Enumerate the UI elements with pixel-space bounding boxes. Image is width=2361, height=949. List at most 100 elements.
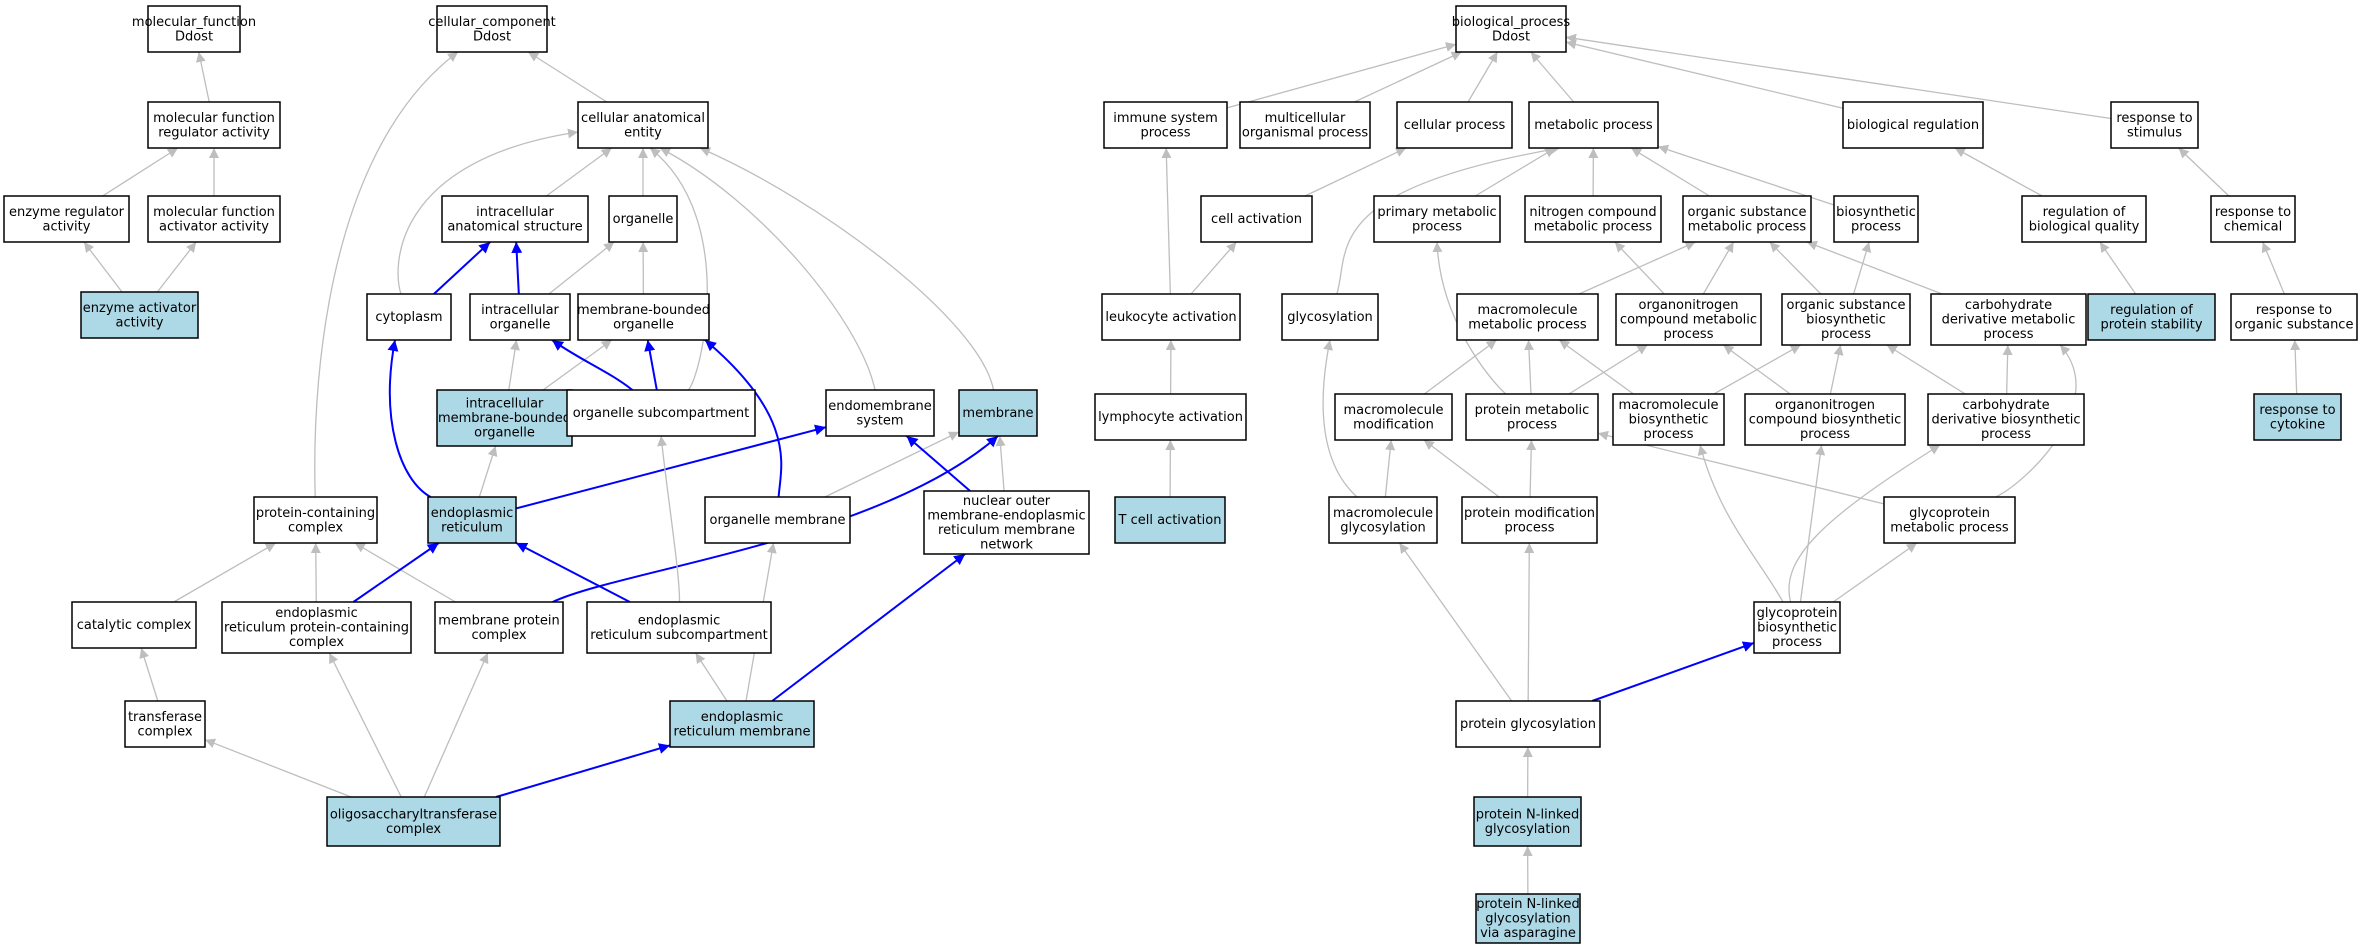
node-box[interactable] [253, 496, 378, 544]
node-box[interactable] [923, 490, 1090, 555]
node-box[interactable] [1281, 293, 1379, 341]
node-box[interactable] [3, 195, 130, 243]
node-box[interactable] [1461, 496, 1598, 544]
node-box[interactable] [436, 389, 573, 447]
go-term-node-bio_reg[interactable]: biological regulation [1842, 101, 1984, 149]
node-box[interactable] [326, 796, 501, 847]
node-box[interactable] [1524, 195, 1662, 243]
node-box[interactable] [2230, 293, 2358, 341]
go-term-node-cell_act[interactable]: cell activation [1200, 195, 1313, 243]
go-term-node-organelle[interactable]: organelle [608, 195, 678, 243]
node-box[interactable] [1475, 893, 1581, 944]
node-box[interactable] [80, 291, 199, 339]
node-box[interactable] [1528, 101, 1659, 149]
node-box[interactable] [1833, 195, 1919, 243]
node-box[interactable] [1373, 195, 1501, 243]
node-box[interactable] [124, 700, 206, 748]
node-box[interactable] [1615, 293, 1762, 346]
node-box[interactable] [669, 700, 815, 748]
node-box[interactable] [608, 195, 678, 243]
go-term-node-metabolic[interactable]: metabolic process [1528, 101, 1659, 149]
node-box[interactable] [1930, 293, 2087, 346]
node-box[interactable] [147, 101, 281, 149]
node-box[interactable] [1094, 393, 1247, 441]
go-term-node-cytoplasm[interactable]: cytoplasm [366, 293, 452, 341]
go-term-node-nuclear_outer[interactable]: nuclear outermembrane-endoplasmicreticul… [923, 490, 1090, 555]
go-term-node-catalytic[interactable]: catalytic complex [71, 601, 197, 649]
go-term-node-cellular_proc[interactable]: cellular process [1396, 101, 1513, 149]
node-box[interactable] [586, 601, 772, 654]
go-term-node-prot_glyc[interactable]: protein glycosylation [1455, 700, 1601, 748]
node-box[interactable] [1465, 393, 1599, 441]
go-term-node-org_membrane[interactable]: organelle membrane [704, 496, 851, 544]
node-box[interactable] [704, 496, 851, 544]
node-box[interactable] [958, 389, 1038, 437]
go-term-node-glycosylation[interactable]: glycosylation [1281, 293, 1379, 341]
node-box[interactable] [1455, 5, 1567, 53]
node-box[interactable] [1753, 601, 1841, 654]
node-box[interactable] [2110, 101, 2199, 149]
node-box[interactable] [436, 5, 548, 53]
node-box[interactable] [1328, 496, 1438, 544]
node-box[interactable] [1103, 101, 1228, 149]
node-box[interactable] [1612, 393, 1725, 446]
go-term-node-leuk_act[interactable]: leukocyte activation [1101, 293, 1241, 341]
node-box[interactable] [1456, 293, 1599, 341]
node-box[interactable] [1927, 393, 2085, 446]
node-box[interactable] [1114, 496, 1226, 544]
node-box[interactable] [1744, 393, 1906, 446]
node-box[interactable] [1455, 700, 1601, 748]
go-term-node-membrane[interactable]: membrane [958, 389, 1038, 437]
node-box[interactable] [1239, 101, 1371, 149]
node-box[interactable] [2087, 293, 2216, 341]
node-box[interactable] [577, 101, 709, 149]
node-box[interactable] [2253, 393, 2342, 441]
node-box[interactable] [2021, 195, 2147, 243]
node-box[interactable] [434, 601, 564, 654]
node-box[interactable] [366, 293, 452, 341]
node-box[interactable] [1682, 195, 1812, 243]
go-term-node-org_subcomp[interactable]: organelle subcompartment [566, 389, 756, 437]
node-box[interactable] [1396, 101, 1513, 149]
node-box[interactable] [1883, 496, 2016, 544]
node-box[interactable] [147, 195, 281, 243]
node-box[interactable] [577, 293, 710, 341]
